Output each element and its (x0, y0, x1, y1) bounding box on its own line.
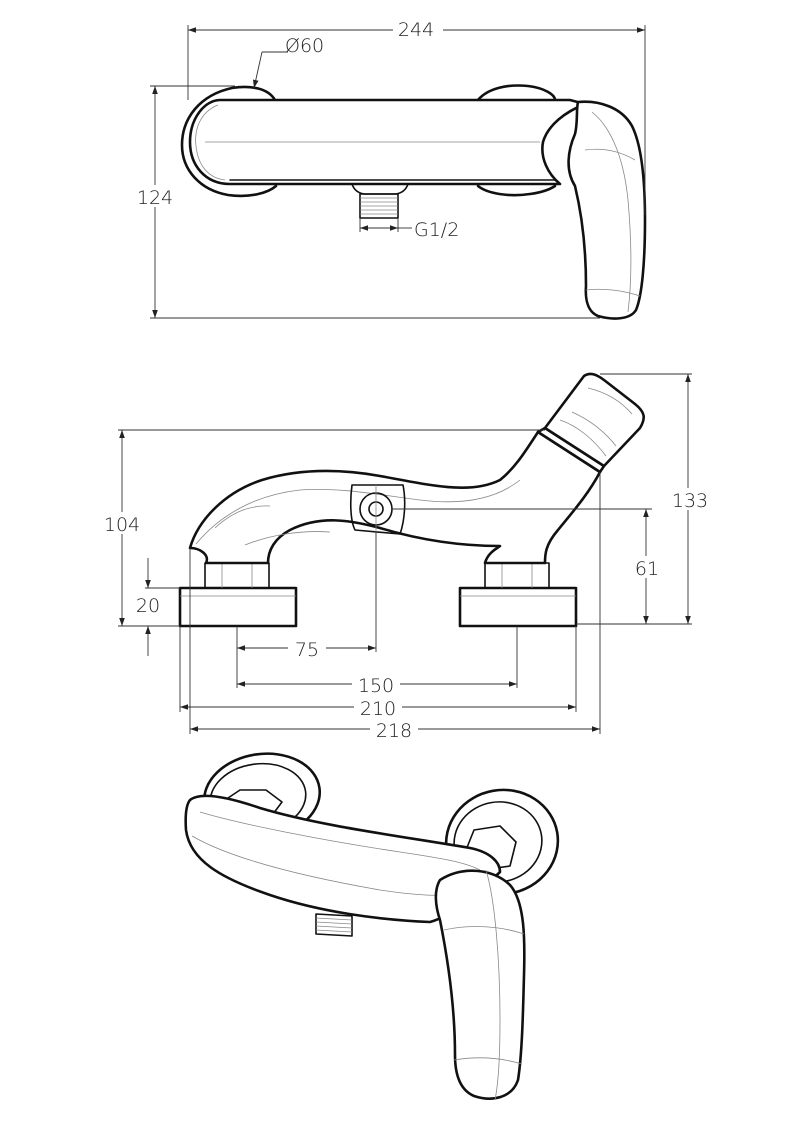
iso-handle (434, 869, 526, 1100)
front-handle (543, 372, 645, 468)
top-thread-outlet (351, 183, 409, 219)
dim-label-218: 218 (376, 720, 412, 742)
dim-label-210: 210 (360, 698, 396, 720)
top-body-inner-line (195, 104, 226, 181)
front-dim-104: 104 (100, 429, 545, 627)
front-rosette-right (458, 586, 578, 628)
front-dim-218: 218 (189, 472, 601, 742)
front-cartridge-axis (349, 484, 406, 535)
iso-thread-outlet (315, 913, 353, 937)
dim-label-150: 150 (358, 675, 394, 697)
top-view: 244 Ø60 124 G1/2 (132, 18, 647, 320)
front-dim-20: 20 (136, 558, 180, 656)
dim-label-75: 75 (295, 639, 319, 661)
dim-label-133: 133 (672, 490, 708, 512)
top-dim-244: 244 (187, 18, 646, 215)
top-dim-124: 124 (132, 85, 600, 319)
dim-label-61: 61 (635, 558, 659, 580)
front-dim-150: 150 (237, 626, 518, 697)
front-rosette-left (178, 586, 298, 628)
top-dim-diameter: Ø60 (252, 35, 324, 89)
front-dim-133: 133 (576, 373, 712, 625)
top-handle (567, 100, 647, 320)
dim-label-thread: G1/2 (414, 219, 459, 241)
dim-label-104: 104 (104, 514, 140, 536)
front-body (188, 430, 602, 565)
dim-label-124: 124 (137, 187, 173, 209)
top-rosette-right (476, 84, 557, 197)
front-nut-right (484, 562, 550, 589)
front-dim-75: 75 (236, 532, 377, 688)
front-dim-210: 210 (179, 626, 577, 720)
dim-label-244: 244 (398, 19, 434, 41)
iso-view (184, 752, 560, 1101)
front-dim-61: 61 (392, 508, 664, 624)
front-view: 104 133 61 20 75 (100, 372, 712, 742)
top-dim-thread: G1/2 (359, 218, 459, 241)
dim-label-diameter: Ø60 (285, 35, 324, 57)
dim-label-20: 20 (136, 595, 160, 617)
front-nut-left (204, 562, 270, 589)
